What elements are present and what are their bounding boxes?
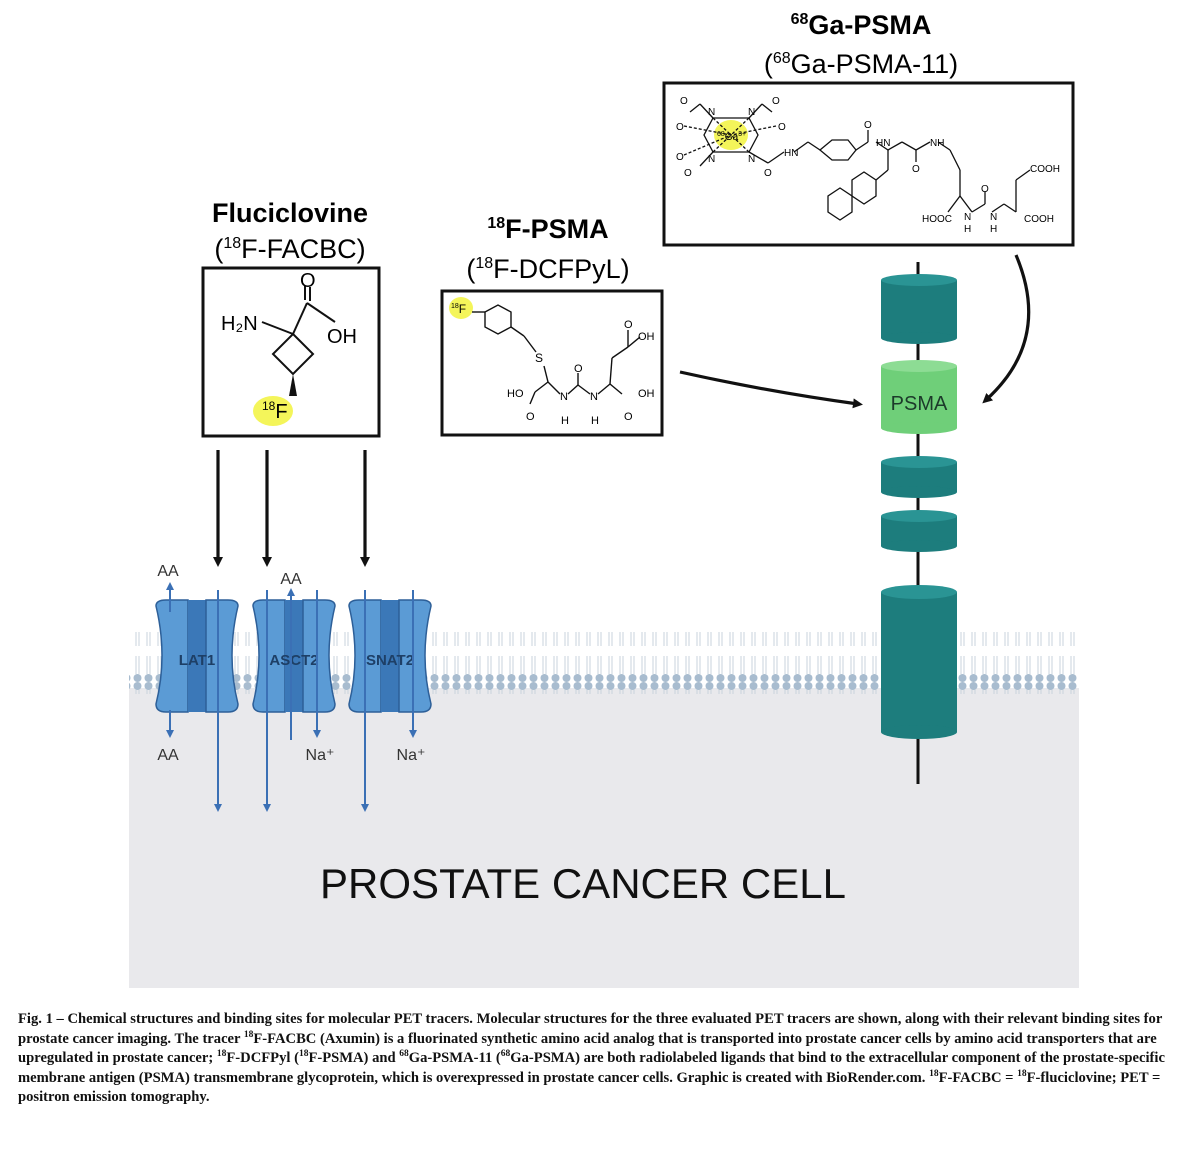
o-left-label: O <box>526 411 535 423</box>
o-right-label: O <box>624 411 633 423</box>
psma-label: PSMA <box>891 393 948 415</box>
n-left-label: N <box>560 391 568 403</box>
lat1-bottom-label: AA <box>157 747 179 764</box>
arrow-f-psma-to-psma <box>679 370 863 409</box>
carbonyl-o-label: O <box>300 270 316 292</box>
ga-psma-skeleton <box>683 103 1031 221</box>
f-psma-structure-box <box>440 289 664 437</box>
o-urea-label: O <box>574 363 583 375</box>
ga-psma-title: 68Ga-PSMA <box>791 10 932 40</box>
ga-o-1: O <box>680 96 688 107</box>
receptor-segment-3 <box>881 510 957 552</box>
f-psma-fluorine-highlight <box>449 297 473 319</box>
f-psma-title: 18F-PSMA <box>487 214 608 244</box>
ga-o-7: O <box>764 168 772 179</box>
fluorine-highlight <box>253 396 293 426</box>
ga-psma-subtitle: (68Ga-PSMA-11) <box>764 49 958 79</box>
asct2-bottom-label: Na⁺ <box>306 747 335 764</box>
cell-label: PROSTATE CANCER CELL <box>320 860 846 907</box>
ga-h-2: H <box>990 224 997 235</box>
transporter-asct2: ASCT2 <box>252 599 336 713</box>
transporter-lat1: LAT1 <box>155 599 239 713</box>
ga-n-2: N <box>748 107 755 118</box>
transporter-label: ASCT2 <box>269 652 318 669</box>
asct2-top-label: AA <box>280 571 302 588</box>
ga-psma-group: 68Ga-PSMA (68Ga-PSMA-11) 68Ga3+ <box>662 10 1075 247</box>
ga-nh-1: NH <box>930 138 944 149</box>
gallium-label: 68Ga3+ <box>717 131 746 143</box>
ga-o-3: O <box>676 122 684 133</box>
transport-arrows <box>166 582 417 812</box>
arrow-ga-psma-to-psma <box>982 254 1031 404</box>
f-psma-skeleton <box>472 304 641 405</box>
fluciclovine-fluorine-label: 18F <box>262 399 288 423</box>
receptor-transmembrane-segment <box>881 585 957 739</box>
ga-cooh-2: COOH <box>1024 214 1054 225</box>
oh-right-label: OH <box>638 388 655 400</box>
fluciclovine-group: Fluciclovine (18F-FACBC) 18F H₂N O OH <box>201 198 381 438</box>
receptor-segment-1 <box>881 274 957 344</box>
ga-o-5: O <box>778 122 786 133</box>
h-left-label: H <box>561 415 569 427</box>
ga-o-4: O <box>676 152 684 163</box>
sulfur-label: S <box>535 351 543 365</box>
binding-arrows <box>213 254 1031 567</box>
ga-n-4: N <box>748 154 755 165</box>
oh-top-label: OH <box>638 331 655 343</box>
hydroxyl-label: OH <box>327 326 357 348</box>
ga-o-8: O <box>864 120 872 131</box>
transporter-label: LAT1 <box>179 652 215 669</box>
psma-receptor: PSMA <box>881 262 957 784</box>
ga-n-3: N <box>708 154 715 165</box>
fluciclovine-wedge-bond <box>289 374 297 396</box>
ho-left-label: HO <box>507 388 524 400</box>
figure-canvas: PROSTATE CANCER CELL Fluciclovine (18F-F… <box>129 10 1079 988</box>
ga-hooc: HOOC <box>922 214 952 225</box>
ga-psma-structure-box <box>662 81 1075 247</box>
ga-o-9: O <box>912 164 920 175</box>
f-psma-group: 18F-PSMA (18F-DCFPyL) 18F S OH O HO <box>440 214 664 437</box>
ga-h-1: H <box>964 224 971 235</box>
ga-n-6: N <box>990 212 997 223</box>
ga-n-5: N <box>964 212 971 223</box>
psma-segment: PSMA <box>881 360 957 434</box>
n-right-label: N <box>590 391 598 403</box>
ga-hn-1: HN <box>784 148 798 159</box>
transporter-snat2: SNAT2 <box>348 599 432 713</box>
fluciclovine-title: Fluciclovine <box>212 198 368 228</box>
transporter-label: SNAT2 <box>366 652 414 669</box>
ga-o-10: O <box>981 184 989 195</box>
o-top-label: O <box>624 319 633 331</box>
snat2-bottom-label: Na⁺ <box>397 747 426 764</box>
ga-hn-2: HN <box>876 138 890 149</box>
figure-caption: Fig. 1 – Chemical structures and binding… <box>18 1011 1165 1105</box>
ga-cooh-1: COOH <box>1030 164 1060 175</box>
amine-label: H₂N <box>221 313 258 335</box>
receptor-segment-2 <box>881 456 957 498</box>
ga-n-1: N <box>708 107 715 118</box>
ga-o-2: O <box>772 96 780 107</box>
lat1-top-label: AA <box>157 563 179 580</box>
f-psma-subtitle: (18F-DCFPyL) <box>466 254 629 284</box>
fluciclovine-subtitle: (18F-FACBC) <box>214 234 365 264</box>
f-psma-fluorine-label: 18F <box>451 302 466 316</box>
ga-o-6: O <box>684 168 692 179</box>
h-right-label: H <box>591 415 599 427</box>
